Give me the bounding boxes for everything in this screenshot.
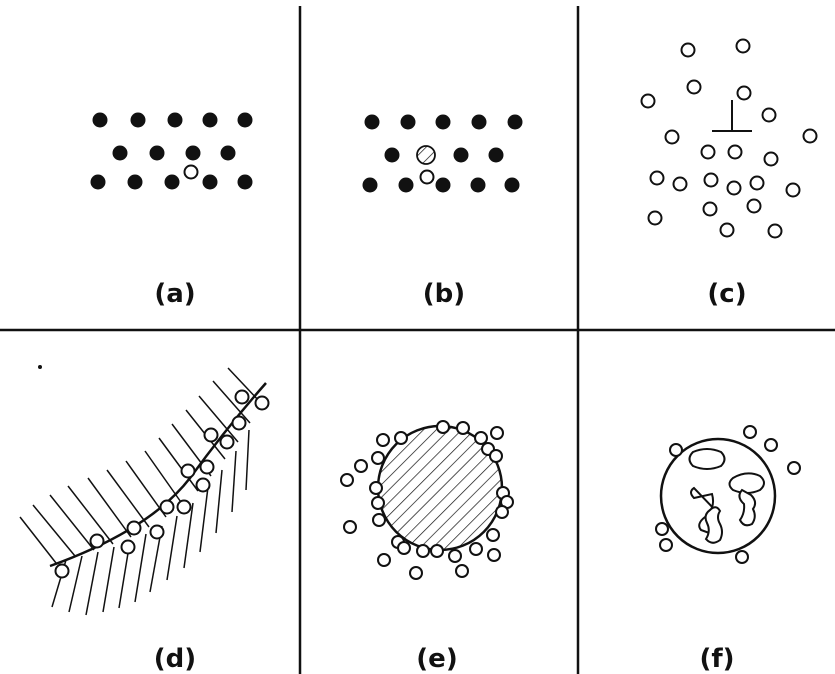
panel-d-segregated-atoms — [56, 391, 269, 578]
panel-b-label: (b) — [423, 279, 465, 309]
panel-e: (e) — [341, 421, 513, 674]
grain-boundary-hatching-upper — [20, 368, 260, 563]
panel-e-label: (e) — [416, 644, 457, 674]
panel-c: (c) — [642, 40, 817, 310]
panel-b: (b) — [363, 115, 523, 310]
dislocation-symbol — [712, 100, 752, 131]
panel-a-label: (a) — [154, 279, 195, 309]
panel-c-label: (c) — [707, 279, 746, 309]
panel-f: (f) — [656, 426, 800, 674]
interstitial-atom — [421, 171, 434, 184]
panel-d: (d) — [20, 365, 269, 674]
panel-f-label: (f) — [699, 644, 734, 674]
panel-d-label: (d) — [154, 644, 196, 674]
panel-b-lattice — [363, 115, 523, 193]
stray-dot — [38, 365, 42, 369]
interstitial-atom — [185, 166, 198, 179]
substitutional-atom — [417, 146, 435, 164]
panel-a: (a) — [91, 113, 253, 310]
panel-a-lattice — [91, 113, 253, 190]
panel-c-atom-cloud — [642, 40, 817, 238]
